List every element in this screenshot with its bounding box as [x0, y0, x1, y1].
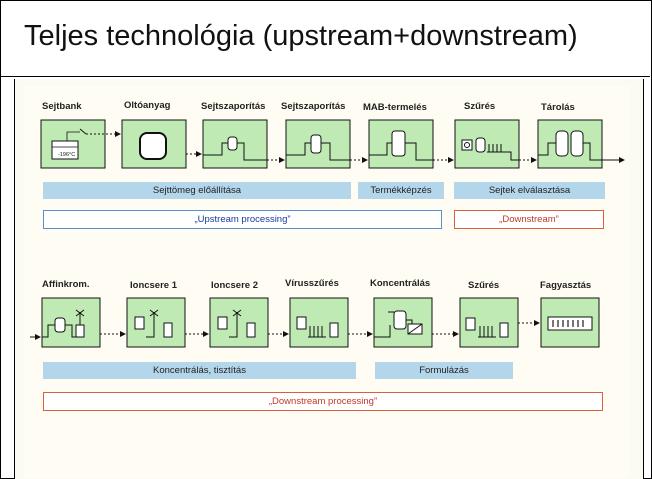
tarolas-unit: [537, 119, 603, 169]
virusszures-unit: [289, 297, 349, 348]
koncentralas-unit: [373, 297, 433, 348]
step-label-koncentralas: Koncentrálás: [370, 278, 431, 289]
fagyasztas-unit: [540, 297, 600, 348]
ioncsere-1-unit: [126, 297, 186, 348]
step-label-ioncsere-1: Ioncsere 1: [130, 280, 177, 291]
szures-2-unit: [459, 297, 519, 348]
step-label-ioncsere-2: Ioncsere 2: [211, 280, 258, 291]
step-label-tarolas: Tárolás: [541, 102, 575, 113]
bar-termekkepzes: Termékképzés: [358, 182, 444, 199]
oltoanyag-unit: [121, 119, 187, 169]
step-label-oltoanyag: Oltóanyag: [124, 100, 171, 111]
downstream-box: „Downstream”: [454, 210, 604, 229]
step-label-sejtbank: Sejtbank: [42, 101, 82, 112]
sejtszaporitas-2-unit: [285, 119, 351, 169]
bar-koncentralas-tisztitas: Koncentrálás, tisztítás: [43, 362, 356, 379]
step-label-sejtszaporitas-1: Sejtszaporítás: [201, 101, 266, 112]
downstream-processing-box: „Downstream processing”: [43, 392, 603, 411]
temperature-label: -196°C: [58, 152, 75, 158]
upstream-processing-box: „Upstream processing”: [43, 210, 442, 229]
mab-termeles-unit: [368, 119, 434, 169]
szures-1-unit: [454, 119, 520, 169]
slide-title-area: Teljes technológia (upstream+downstream): [0, 0, 650, 77]
step-label-mab-termeles: MAB-termelés: [363, 102, 427, 113]
sejtbank-unit: -196°C: [40, 119, 106, 169]
step-label-szures-1: Szűrés: [464, 101, 496, 112]
sejtszaporitas-1-unit: [202, 119, 268, 169]
step-label-fagyasztas: Fagyasztás: [540, 280, 592, 291]
step-label-virusszures: Vírusszűrés: [285, 278, 339, 289]
slide-title: Teljes technológia (upstream+downstream): [24, 20, 578, 52]
step-label-affinkrom: Affinkrom.: [42, 279, 90, 290]
affinkrom-unit: [41, 297, 101, 348]
ioncsere-2-unit: [209, 297, 269, 348]
bar-formulazas: Formulázás: [375, 362, 513, 379]
step-label-sejtszaporitas-2: Sejtszaporítás: [281, 101, 346, 112]
step-label-szures-2: Szűrés: [468, 280, 500, 291]
bar-sejtek-elvalasztasa: Sejtek elválasztása: [454, 182, 605, 199]
bar-sejttomeg: Sejttömeg előállítása: [43, 182, 351, 199]
